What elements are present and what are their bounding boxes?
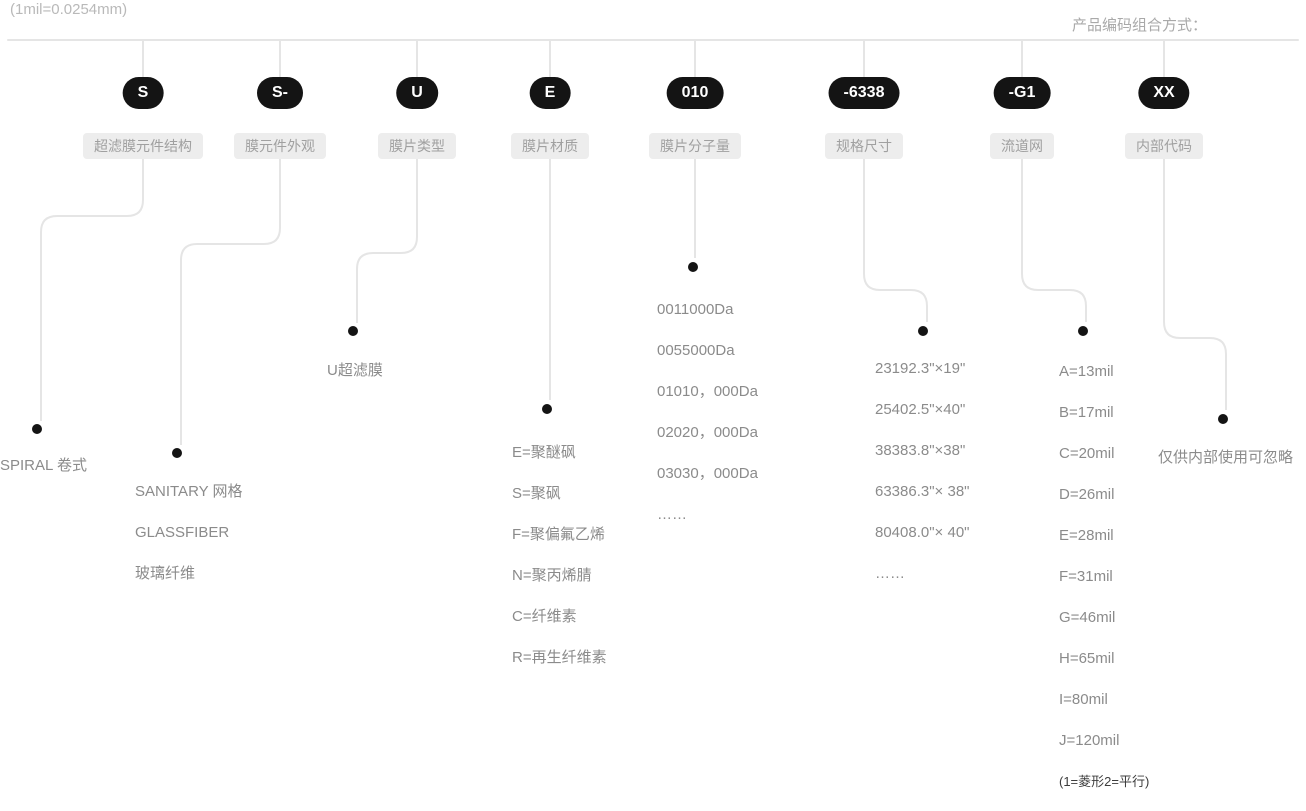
list-item: C=纤维素 xyxy=(512,608,577,625)
marker-dot xyxy=(1078,326,1088,336)
list-item: GLASSFIBER xyxy=(135,524,230,541)
list-item: 02020，000Da xyxy=(657,424,758,441)
list-item: 63386.3"× 38" xyxy=(875,483,970,500)
code-segment-badge: XX xyxy=(1138,77,1190,109)
list-item: D=26mil xyxy=(1059,486,1115,503)
list-item: A=13mil xyxy=(1059,363,1114,380)
marker-dot xyxy=(542,404,552,414)
marker-dot xyxy=(688,262,698,272)
segment-label-chip: 超滤膜元件结构 xyxy=(83,133,203,159)
list-item: 0011000Da xyxy=(657,301,734,318)
option-list-size: 23192.3"×19" 25402.5"×40" 38383.8"×38" 6… xyxy=(875,348,969,594)
code-segment-badge: S xyxy=(122,77,164,109)
option-list-spacer: A=13mil B=17mil C=20mil D=26mil E=28mil … xyxy=(1059,351,1149,802)
option-list-appearance: SANITARY 网格 GLASSFIBER 玻璃纤维 xyxy=(135,471,243,594)
list-item: B=17mil xyxy=(1059,404,1114,421)
list-item: J=120mil xyxy=(1059,732,1120,749)
code-segment-badge: E xyxy=(529,77,571,109)
list-item: C=20mil xyxy=(1059,445,1115,462)
list-item: E=28mil xyxy=(1059,527,1114,544)
segment-label-chip: 膜片类型 xyxy=(378,133,456,159)
list-item: 玻璃纤维 xyxy=(135,565,196,582)
code-segment-badge: 010 xyxy=(666,77,724,109)
code-segment-badge: -G1 xyxy=(993,77,1051,109)
list-item: G=46mil xyxy=(1059,609,1116,626)
list-item: N=聚丙烯腈 xyxy=(512,567,592,584)
option-list-structure: SPIRAL 卷式 xyxy=(0,445,87,486)
list-item: F=聚偏氟乙烯 xyxy=(512,526,605,543)
list-item: F=31mil xyxy=(1059,568,1113,585)
option-list-molecular-weight: 0011000Da 0055000Da 01010，000Da 02020，00… xyxy=(657,289,758,535)
list-item: 01010，000Da xyxy=(657,383,758,400)
segment-label-chip: 膜片材质 xyxy=(511,133,589,159)
segment-label-chip: 流道网 xyxy=(990,133,1054,159)
option-list-membrane-type: U超滤膜 xyxy=(327,350,383,391)
segment-label-chip: 内部代码 xyxy=(1125,133,1203,159)
marker-dot xyxy=(172,448,182,458)
code-segment-badge: U xyxy=(396,77,438,109)
list-item: S=聚砜 xyxy=(512,485,561,502)
marker-dot xyxy=(918,326,928,336)
option-list-internal-code: 仅供内部使用可忽略 xyxy=(1158,437,1293,478)
segment-label-chip: 规格尺寸 xyxy=(825,133,903,159)
list-item: 25402.5"×40" xyxy=(875,401,966,418)
list-item: 03030，000Da xyxy=(657,465,758,482)
option-list-material: E=聚醚砜 S=聚砜 F=聚偏氟乙烯 N=聚丙烯腈 C=纤维素 R=再生纤维素 xyxy=(512,432,607,678)
segment-label-chip: 膜片分子量 xyxy=(649,133,741,159)
list-item: U超滤膜 xyxy=(327,362,383,379)
code-segment-badge: -6338 xyxy=(828,77,900,109)
list-item: 80408.0"× 40" xyxy=(875,524,970,541)
list-item: I=80mil xyxy=(1059,691,1108,708)
segment-label-chip: 膜元件外观 xyxy=(234,133,326,159)
code-segment-badge: S- xyxy=(257,77,303,109)
spacer-footnote: (1=菱形2=平行) xyxy=(1059,774,1150,789)
list-item: 23192.3"×19" xyxy=(875,360,966,377)
list-item: H=65mil xyxy=(1059,650,1115,667)
list-item: 仅供内部使用可忽略 xyxy=(1158,449,1294,466)
marker-dot xyxy=(348,326,358,336)
list-item: 38383.8"×38" xyxy=(875,442,966,459)
list-item: SANITARY 网格 xyxy=(135,483,243,500)
list-item: …… xyxy=(875,565,905,582)
marker-dot xyxy=(32,424,42,434)
mil-conversion-note: (1mil=0.0254mm) xyxy=(10,1,128,18)
list-item: R=再生纤维素 xyxy=(512,649,607,666)
list-item: 0055000Da xyxy=(657,342,735,359)
marker-dot xyxy=(1218,414,1228,424)
list-item: SPIRAL 卷式 xyxy=(0,457,87,474)
list-item: …… xyxy=(657,506,687,523)
diagram-title: 产品编码组合方式： xyxy=(1072,17,1208,34)
list-item: E=聚醚砜 xyxy=(512,444,576,461)
